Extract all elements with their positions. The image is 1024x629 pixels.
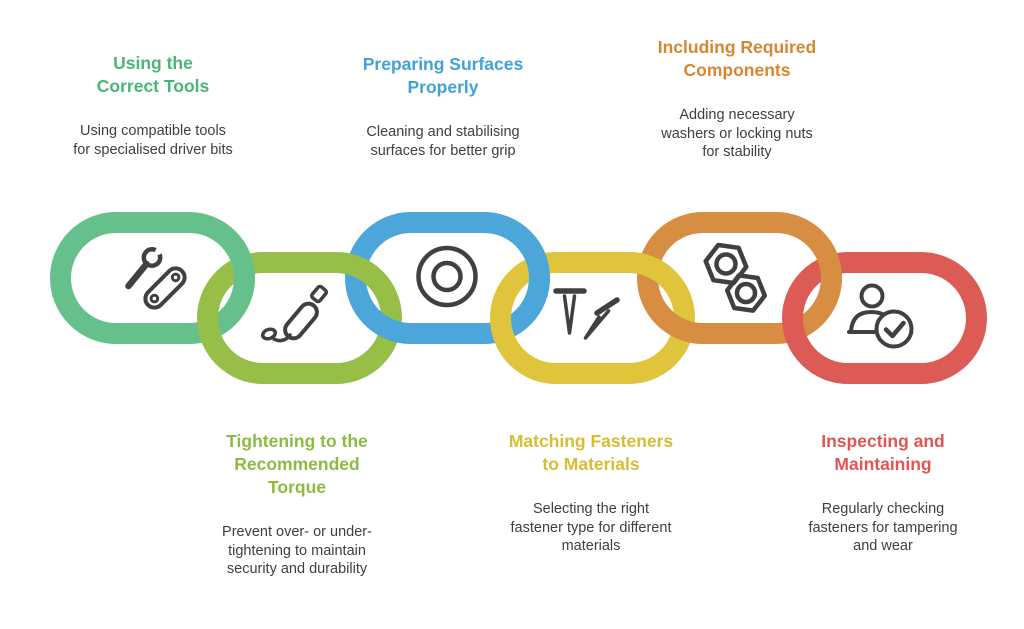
wrench-jaw-gap (152, 237, 173, 258)
chain-link-1-weave-patch (220, 240, 255, 288)
screwdriver-bit (309, 284, 329, 304)
check-mark (883, 320, 906, 339)
step-block-preparing-surfaces: Preparing Surfaces Properly Cleaning and… (303, 53, 583, 160)
step-title: Including Required Components (657, 37, 817, 80)
hex-nut (724, 273, 768, 313)
chain-icons (125, 237, 914, 349)
step-title: Matching Fasteners to Materials (508, 431, 674, 474)
tool-plate (143, 266, 187, 310)
wrench-handle (125, 260, 150, 290)
chain-link-5-weave-patch (807, 240, 842, 288)
step-title: Using the Correct Tools (96, 53, 210, 96)
step-description: Cleaning and stabilising surfaces for be… (366, 124, 520, 159)
screwdriver-cord-loop (260, 327, 278, 341)
step-description: Using compatible tools for specialised d… (73, 123, 233, 158)
nail-body (583, 309, 611, 340)
chain-link-4 (490, 252, 695, 384)
user-head (859, 283, 885, 309)
chain-link-3-weave-patch (516, 240, 550, 288)
tool-plate-hole (170, 272, 181, 283)
step-block-tightening-torque: Tightening to the Recommended Torque Pre… (157, 430, 437, 579)
step-description: Regularly checking fasteners for tamperi… (808, 501, 958, 554)
screwdriver-cord (272, 333, 292, 343)
chain-link-2 (197, 252, 402, 384)
nail-head (594, 297, 620, 316)
step-block-inspecting-maintaining: Inspecting and Maintaining Regularly che… (743, 430, 1023, 556)
step-title: Inspecting and Maintaining (821, 431, 945, 474)
tool-plate-hole (149, 293, 160, 304)
step-block-including-components: Including Required Components Adding nec… (597, 36, 877, 162)
tools-icon (125, 237, 187, 310)
step-title: Tightening to the Recommended Torque (226, 431, 368, 497)
chain-link-6 (782, 252, 987, 384)
step-description: Prevent over- or under- tightening to ma… (222, 524, 372, 577)
user-check-icon (847, 283, 914, 349)
hex-nut-hole (714, 252, 738, 276)
step-block-using-correct-tools: Using the Correct Tools Using compatible… (13, 52, 293, 159)
nails-icon (553, 288, 620, 340)
step-description: Adding necessary washers or locking nuts… (661, 107, 813, 160)
nuts-icon (703, 242, 768, 313)
step-block-matching-fasteners: Matching Fasteners to Materials Selectin… (451, 430, 731, 556)
step-title: Preparing Surfaces Properly (362, 54, 524, 97)
power-screwdriver-icon (260, 284, 329, 343)
washer-inner-hole (431, 260, 463, 293)
step-description: Selecting the right fastener type for di… (510, 501, 672, 554)
washer-icon (416, 245, 478, 308)
hex-nut-hole (734, 281, 758, 305)
check-circle (874, 309, 914, 349)
washer-outer-ring (416, 245, 478, 308)
wrench-head (141, 247, 163, 268)
nail-body (562, 294, 577, 335)
